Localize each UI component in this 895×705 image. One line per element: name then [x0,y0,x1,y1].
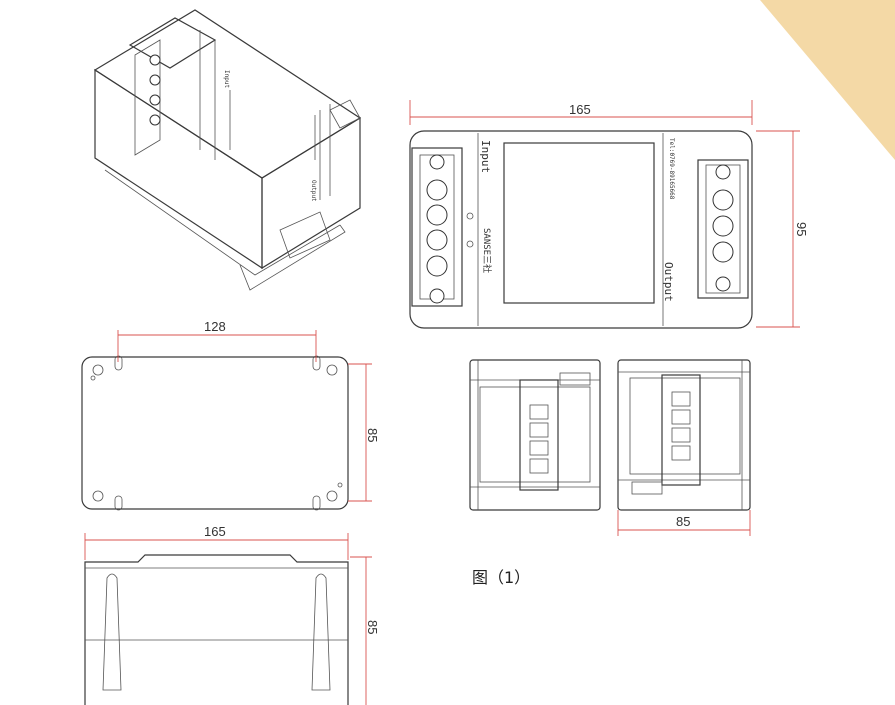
front-view: 165 85 [84,524,380,705]
top-height-value: 95 [794,222,809,236]
mounting-height-dimension: 85 [348,363,380,502]
front-width-dimension: 165 [84,524,349,560]
side-view-input [469,359,601,511]
hole-spacing-dimension: 128 [117,319,317,362]
top-height-dimension: 95 [756,130,809,328]
corner-accent [760,0,895,160]
front-width-value: 165 [204,524,226,539]
output-terminal-screws [712,164,734,292]
iso-input-label: Input [223,70,230,88]
side-terminal-left [529,404,549,474]
side-view-output: 85 [617,359,751,536]
front-height-value: 85 [365,620,380,634]
iso-terminal-screws [149,54,161,126]
mounting-holes [90,355,343,511]
isometric-view: Input Output [93,9,362,291]
figure-caption: 图（1） [472,568,530,587]
side-width-value: 85 [676,514,690,529]
tel-text: Tel:0769-89165668 [668,138,675,200]
iso-output-label: Output [310,180,317,202]
input-terminal-screws [426,154,448,304]
front-height-dimension: 85 [350,556,380,705]
side-width-dimension: 85 [617,510,751,536]
hole-spacing-value: 128 [204,319,226,334]
brand-logo: SANSE三社 [481,228,493,273]
mounting-view: 128 85 [81,319,380,511]
input-label: Input [479,140,492,173]
top-view: Input Output SANSE三社 Tel:0769-89165668 1… [409,100,809,329]
output-label: Output [662,262,675,302]
top-width-dimension: 165 [409,100,753,125]
side-terminal-right [671,391,691,461]
top-width-value: 165 [569,102,591,117]
mounting-height-value: 85 [365,428,380,442]
